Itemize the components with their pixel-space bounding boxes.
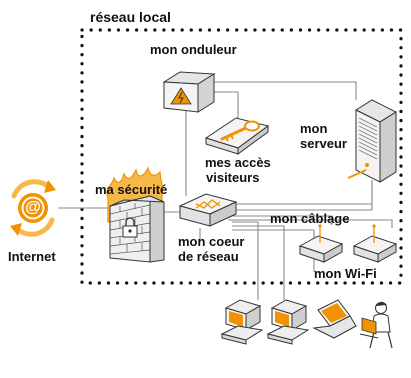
laptop-icon (312, 299, 357, 339)
wifi-access-point-icon (352, 224, 398, 263)
network-core-label-line1: mon coeur (178, 234, 245, 249)
desktop-computer-icon (220, 299, 264, 345)
local-network-boundary (80, 28, 403, 285)
wifi-label: mon Wi-Fi (314, 266, 377, 281)
user-at-computer-icon (359, 301, 393, 349)
at-symbol: @ (25, 199, 41, 216)
network-core-label-line2: de réseau (178, 249, 239, 264)
visitor-access-label-line2: visiteurs (206, 170, 260, 185)
ups-label: mon onduleur (150, 42, 237, 57)
firewall-icon (106, 166, 165, 263)
connection-lines (58, 81, 393, 300)
local-network-title: réseau local (90, 9, 171, 25)
line-ups-server (214, 81, 357, 100)
wifi-access-point-icon (298, 224, 344, 263)
visitor-key-icon (204, 117, 270, 155)
network-switch-icon (178, 193, 238, 227)
line-server-core-2 (236, 180, 373, 211)
desktop-computer-icon (266, 299, 310, 345)
visitor-access-label-line1: mes accès (205, 155, 271, 170)
line-core-wifi-2 (228, 219, 393, 228)
cabling-label: mon câblage (270, 211, 350, 226)
security-label: ma sécurité (95, 182, 168, 197)
line-core-pc-2 (232, 225, 285, 300)
server-label-line2: serveur (300, 136, 347, 151)
line-ups-key (214, 91, 239, 118)
line-core-pc-1 (232, 221, 259, 300)
server-tower-icon (347, 99, 398, 183)
internet-at-icon (10, 179, 56, 237)
internet-label: Internet (8, 249, 56, 264)
server-label-line1: mon (300, 121, 328, 136)
ups-warning-icon (162, 71, 216, 113)
